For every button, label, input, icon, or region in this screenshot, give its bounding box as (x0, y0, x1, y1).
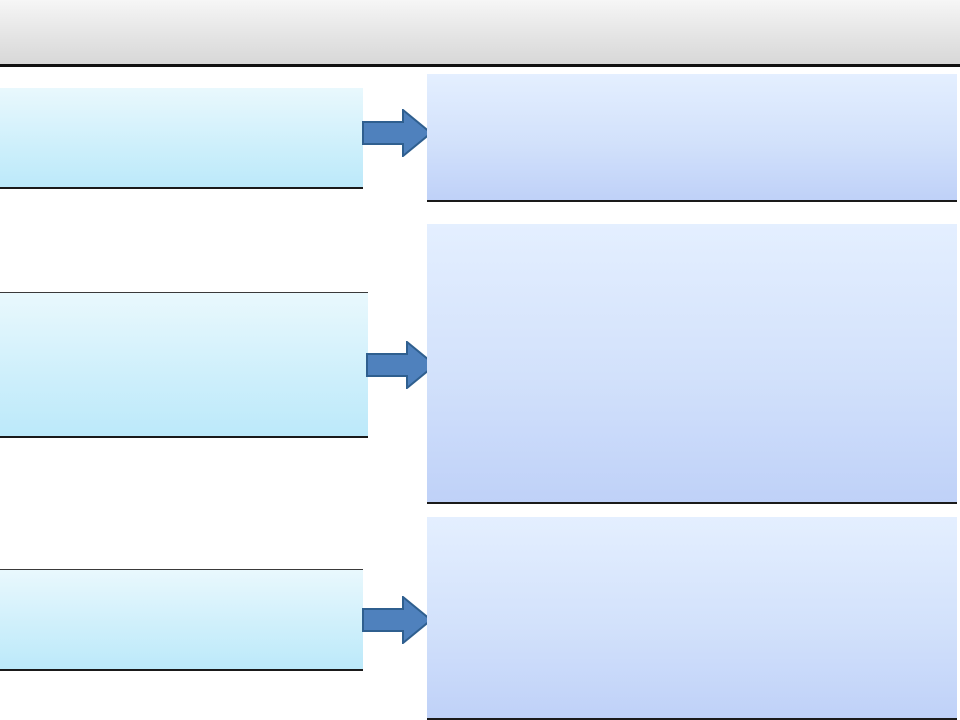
left-box-1 (0, 88, 363, 189)
right-arrow-icon (362, 109, 432, 157)
right-arrow-icon (366, 341, 436, 389)
left-box-3 (0, 569, 363, 671)
right-box-1 (427, 74, 957, 202)
right-box-2 (427, 224, 957, 504)
header-bar (0, 0, 960, 67)
right-box-3 (427, 517, 957, 720)
left-box-2 (0, 292, 368, 438)
right-arrow-icon (362, 596, 432, 644)
